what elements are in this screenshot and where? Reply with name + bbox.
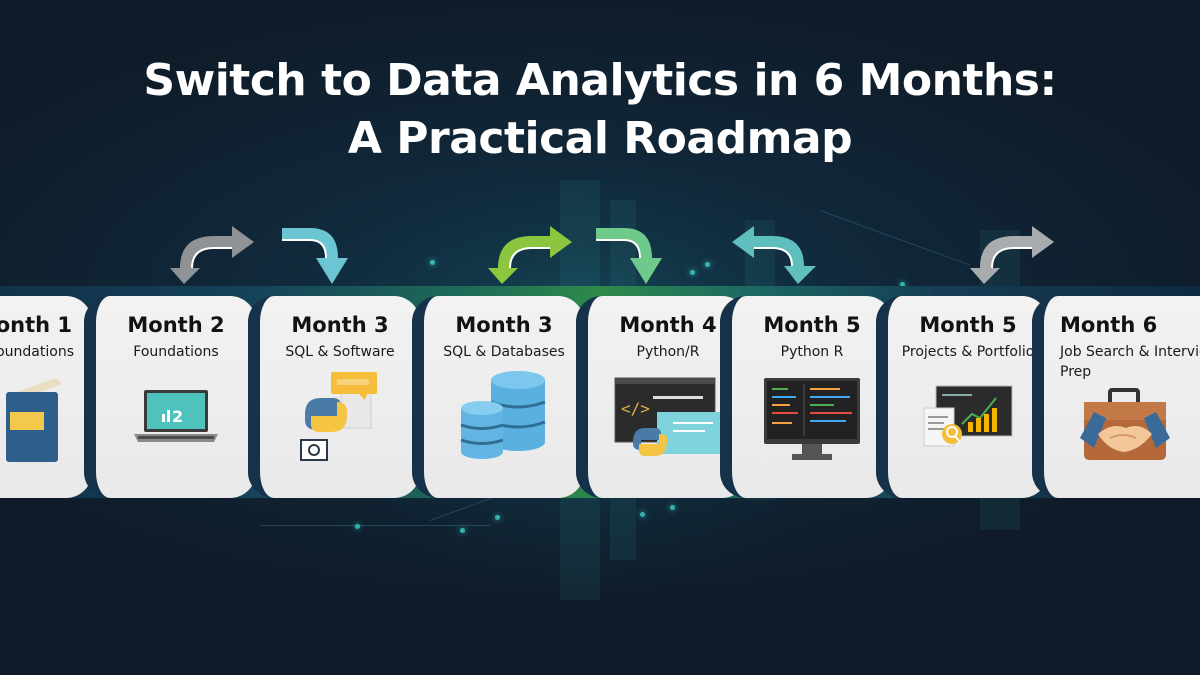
roadmap-card-month-6: Month 6 Job Search & Interview Prep (1032, 296, 1200, 498)
briefcase-handshake-icon (1080, 388, 1170, 466)
network-dot (690, 270, 695, 275)
card-month-label: Month 3 (455, 313, 553, 337)
curved-arrow-down-right-icon (596, 228, 662, 284)
network-dot (900, 282, 905, 287)
page-title: Switch to Data Analytics in 6 Months: A … (0, 52, 1200, 168)
network-dot (495, 515, 500, 520)
card-topic-label: SQL & Software (285, 344, 395, 360)
card-month-label: Month 6 (1060, 313, 1158, 337)
card-month-label: Month 3 (291, 313, 389, 337)
curved-arrow-left-down-icon (732, 226, 816, 284)
book-icon (6, 376, 66, 470)
curved-arrow-up-right-icon (170, 226, 254, 284)
card-topic-label: Foundations (133, 344, 219, 360)
roadmap-card-month-4: Month 4 Python/R </> (576, 296, 748, 498)
svg-text:2: 2 (172, 407, 183, 426)
network-dot (460, 528, 465, 533)
curved-arrow-up-right-icon (488, 226, 572, 284)
card-topic-label: Python R (780, 344, 844, 360)
card-topic-label-2: Prep (1060, 364, 1092, 380)
roadmap-card-month-3-software: Month 3 SQL & Software (248, 296, 420, 498)
roadmap-card-month-1: Month 1 Foundations (0, 296, 92, 498)
network-dot (670, 505, 675, 510)
svg-text:</>: </> (621, 399, 650, 418)
python-chat-icon (295, 370, 385, 466)
card-topic-label: Foundations (0, 344, 74, 360)
roadmap-card-month-5-projects: Month 5 Projects & Portfolio (876, 296, 1048, 498)
network-line (819, 210, 971, 266)
roadmap-card-month-5-python: Month 5 Python R (720, 296, 892, 498)
code-window-icon: </> (613, 376, 723, 466)
card-topic-label: Projects & Portfolio (901, 344, 1035, 360)
card-topic-label: SQL & Databases (443, 344, 565, 360)
roadmap-card-month-2: Month 2 Foundations 2 (84, 296, 256, 498)
database-icon (459, 370, 549, 466)
network-dot (355, 524, 360, 529)
monitor-code-icon (762, 376, 862, 468)
network-dot (705, 262, 710, 267)
card-topic-label: Job Search & Interview (1060, 344, 1200, 360)
card-month-label: Month 1 (0, 313, 72, 337)
card-month-label: Month 5 (919, 313, 1017, 337)
dashboard-report-icon (922, 384, 1014, 454)
title-line-2: A Practical Roadmap (347, 113, 853, 164)
title-line-1: Switch to Data Analytics in 6 Months: (143, 55, 1057, 106)
card-month-label: Month 4 (619, 313, 717, 337)
laptop-chart-icon: 2 (132, 388, 220, 452)
card-month-label: Month 5 (763, 313, 861, 337)
curved-arrow-down-right-icon (282, 228, 348, 284)
card-topic-label: Python/R (636, 344, 700, 360)
card-month-label: Month 2 (127, 313, 225, 337)
roadmap-card-month-3-databases: Month 3 SQL & Databases (412, 296, 584, 498)
network-dot (640, 512, 645, 517)
curved-arrow-up-right-icon (970, 226, 1054, 284)
network-line (260, 525, 490, 526)
network-dot (430, 260, 435, 265)
